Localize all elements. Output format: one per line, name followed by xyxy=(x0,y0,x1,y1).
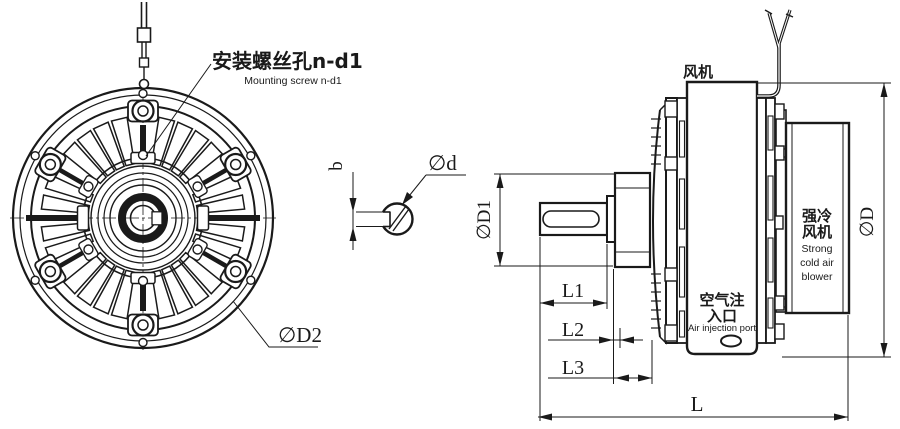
label-fan: 风机 xyxy=(683,63,713,81)
label-blower-cn-2: 风机 xyxy=(802,223,832,241)
dimension-lines xyxy=(494,82,891,421)
fan-housing xyxy=(685,80,759,356)
label-d-small: ∅d xyxy=(428,151,457,175)
label-l: L xyxy=(691,392,704,416)
stator-plates-right xyxy=(756,97,790,344)
label-air-port-cn-1: 空气注 xyxy=(699,291,744,309)
shaft-collar xyxy=(606,195,616,243)
d2-callout: ∅D2 xyxy=(232,300,322,348)
shaft-section-detail xyxy=(349,172,466,250)
section-hatch xyxy=(388,205,407,230)
label-blower-en-3: blower xyxy=(802,271,833,283)
label-l1: L1 xyxy=(562,280,584,302)
label-air-port-en: Air injection port xyxy=(688,323,756,334)
front-view-brake-body xyxy=(10,86,276,350)
cooling-blower-box xyxy=(784,121,851,315)
output-shaft xyxy=(538,201,609,237)
shaft-keyway xyxy=(542,210,600,228)
stator-plates-left xyxy=(664,97,688,344)
label-blower-en-2: cold air xyxy=(800,257,834,269)
mounting-screw-callout: 安装螺丝孔n-d1 Mounting screw n-d1 xyxy=(145,49,363,157)
label-blower-en-1: Strong xyxy=(802,243,833,255)
label-mounting-screw-cn: 安装螺丝孔n-d1 xyxy=(212,49,363,73)
label-d1: ∅D1 xyxy=(474,200,495,240)
front-view-power-wire xyxy=(136,2,152,90)
wire-terminal xyxy=(138,78,150,90)
label-air-port-cn-2: 入口 xyxy=(707,307,737,325)
label-l2: L2 xyxy=(562,319,584,341)
air-injection-port-hole xyxy=(720,334,742,348)
side-view-body xyxy=(538,80,851,356)
label-b: b xyxy=(326,161,347,171)
label-l3: L3 xyxy=(562,357,584,379)
label-blower-cn-1: 强冷 xyxy=(802,207,832,225)
leader-arrow xyxy=(402,192,413,205)
label-d2: ∅D2 xyxy=(278,323,322,347)
side-view-power-wire xyxy=(757,9,794,98)
label-mounting-screw-en: Mounting screw n-d1 xyxy=(244,75,342,87)
front-hub xyxy=(613,171,652,269)
label-d-big: ∅D xyxy=(857,207,878,237)
finned-rotor xyxy=(651,102,668,345)
